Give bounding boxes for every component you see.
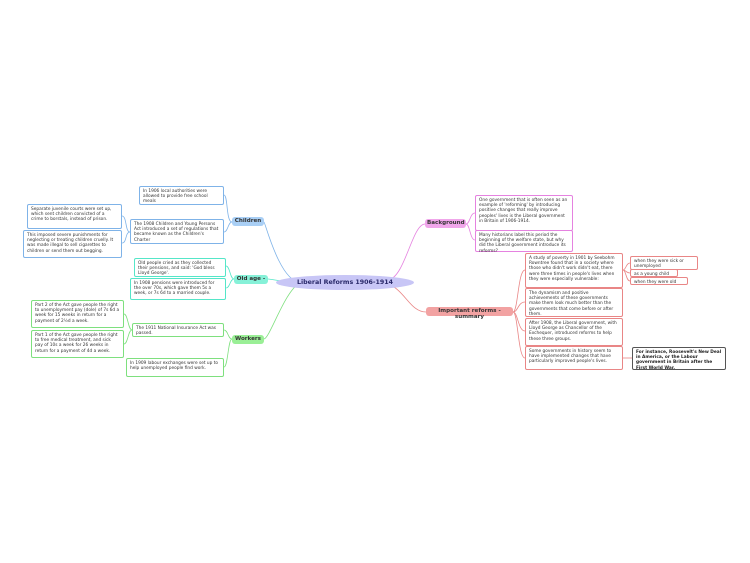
node-labour-exchanges[interactable]: In 1909 labour exchanges were set up to … <box>126 358 224 377</box>
node-children-act-1908[interactable]: The 1908 Children and Young Persons Act … <box>130 219 224 244</box>
node-new-deal[interactable]: For instance, Roosevelt's New Deal in Am… <box>632 347 726 371</box>
node-national-insurance-act[interactable]: The 1911 National Insurance Act was pass… <box>132 323 224 337</box>
node-when-old[interactable]: when they were old <box>630 277 688 285</box>
node-god-bless-lloyd-george[interactable]: Old people cried as they collected their… <box>134 258 226 277</box>
topic-old-age[interactable]: Old age - <box>234 275 268 284</box>
node-pensions-1908[interactable]: In 1908 pensions were introduced for the… <box>130 278 226 300</box>
node-welfare-state[interactable]: Many historians label this period the be… <box>475 230 573 254</box>
node-free-school-meals[interactable]: In 1906 local authorities were allowed t… <box>139 186 224 205</box>
topic-children[interactable]: Children <box>232 217 264 226</box>
node-rowntree-study[interactable]: A study of poverty in 1901 by Seebohm Ro… <box>525 253 623 288</box>
central-topic[interactable]: Liberal Reforms 1906-1914 <box>276 275 414 290</box>
topic-background[interactable]: Background <box>425 219 466 228</box>
node-act-part-2[interactable]: Part 2 of the Act gave people the right … <box>31 300 124 328</box>
node-young-child[interactable]: as a young child <box>630 269 678 277</box>
node-act-part-1[interactable]: Part 1 of the Act gave people the right … <box>31 330 124 358</box>
node-sick-or-unemployed[interactable]: when they were sick or unemployed <box>630 256 698 270</box>
topic-workers[interactable]: Workers <box>232 335 264 344</box>
node-reforming-example[interactable]: One government that is often seen as an … <box>475 195 573 231</box>
node-some-governments[interactable]: Some governments in history seem to have… <box>525 346 623 370</box>
node-juvenile-courts[interactable]: Separate juvenile courts were set up, wh… <box>27 204 122 229</box>
node-dynamism[interactable]: The dynamism and positive achievements o… <box>525 288 623 317</box>
node-lloyd-george-reforms[interactable]: After 1908, the Liberal government, with… <box>525 318 623 346</box>
topic-important-reforms[interactable]: Important reforms - summary <box>426 307 513 320</box>
node-punishments[interactable]: This imposed severe punishments for negl… <box>23 230 122 258</box>
